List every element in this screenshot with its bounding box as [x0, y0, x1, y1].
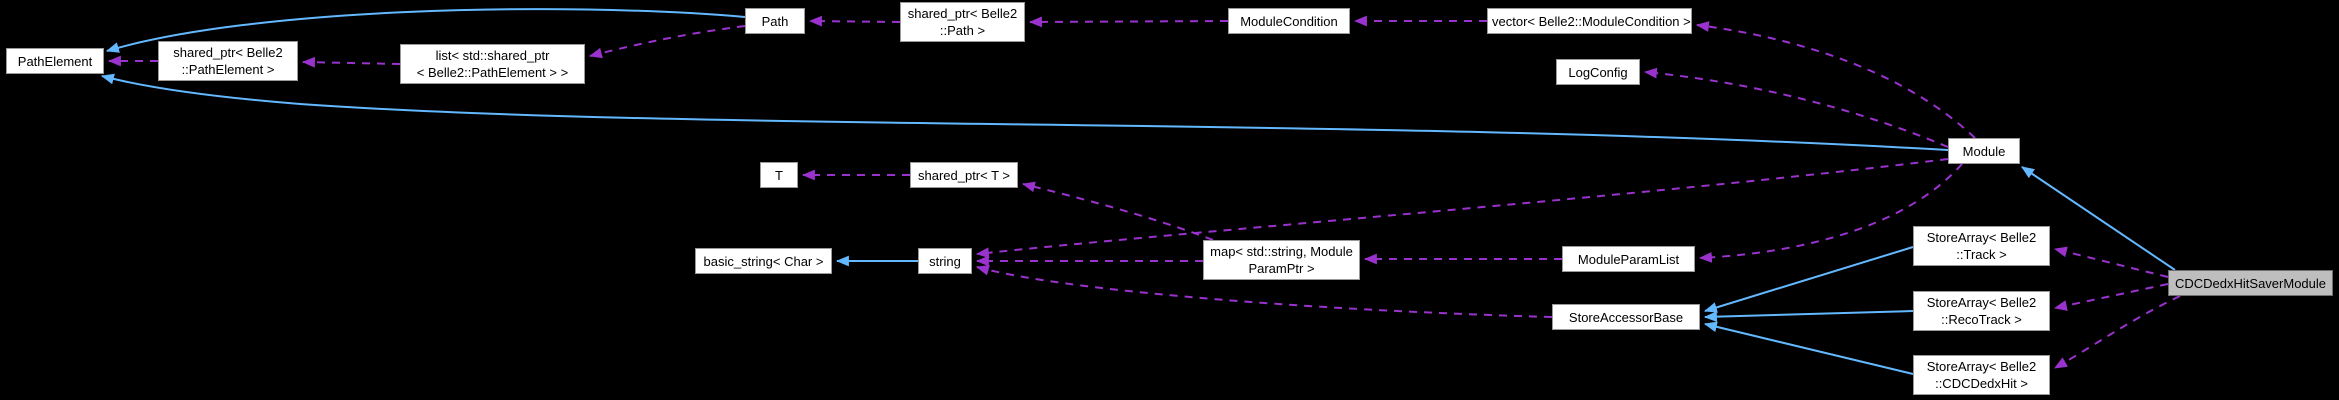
- node-module[interactable]: Module: [1948, 138, 2020, 164]
- node-storeaccessorbase[interactable]: StoreAccessorBase: [1552, 304, 1700, 330]
- node-label-line: PathElement: [17, 53, 93, 69]
- edge-module-to-string: [975, 158, 1949, 259]
- node-label-line: ModuleParamList: [1577, 251, 1680, 267]
- node-label-line: StoreArray< Belle2: [1926, 359, 2037, 374]
- node-label-line: < Belle2::PathElement > >: [416, 65, 569, 80]
- node-sa-recotrack[interactable]: StoreArray< Belle2::RecoTrack >: [1913, 291, 2050, 331]
- node-label-line: Module: [1962, 143, 2006, 159]
- edges-group: [100, 8, 2181, 375]
- node-label-line: ParamPtr >: [1248, 261, 1315, 276]
- edge-map-paramptr-to-sp-t: [1021, 181, 1214, 241]
- edge-path-to-list-sp-pathelement: [588, 25, 746, 59]
- edge-sa-cdcdedxhit-to-storeaccessorbase: [1703, 321, 1914, 375]
- edge-storeaccessorbase-to-string: [975, 264, 1553, 318]
- node-label-line: LogConfig: [1568, 64, 1628, 80]
- node-label-line: list< std::shared_ptr: [435, 48, 550, 63]
- edge-sa-recotrack-to-storeaccessorbase: [1703, 310, 1914, 323]
- edge-cdcdedxhitsaver-to-sa-cdcdedxhit: [2054, 295, 2181, 369]
- node-label-line: ::Path >: [939, 23, 986, 38]
- node-label-line: ModuleCondition: [1240, 13, 1338, 29]
- node-cdcdedxhitsaver[interactable]: CDCDedxHitSaverModule: [2168, 270, 2333, 296]
- node-pathelement[interactable]: PathElement: [6, 48, 104, 74]
- node-t[interactable]: T: [760, 162, 798, 188]
- node-label-line: ::CDCDedxHit >: [1935, 376, 2028, 391]
- node-label-line: shared_ptr< T >: [917, 167, 1011, 183]
- node-sp-pathelement[interactable]: shared_ptr< Belle2::PathElement >: [158, 41, 298, 81]
- node-list-sp-pathelement[interactable]: list< std::shared_ptr< Belle2::PathEleme…: [400, 44, 585, 84]
- edge-module-to-vector-mc: [1695, 21, 1976, 139]
- edge-cdcdedxhitsaver-to-sa-track: [2053, 246, 2169, 278]
- node-label-line: basic_string< Char >: [703, 253, 824, 269]
- node-label-line: string: [929, 253, 961, 269]
- node-label-line: shared_ptr< Belle2: [907, 6, 1018, 21]
- edge-module-to-logconfig: [1643, 67, 1949, 148]
- node-sp-t[interactable]: shared_ptr< T >: [910, 162, 1018, 188]
- edge-cdcdedxhitsaver-to-sa-recotrack: [2053, 283, 2169, 311]
- node-label-line: shared_ptr< Belle2: [173, 45, 283, 60]
- node-label-line: ::PathElement >: [181, 62, 275, 77]
- node-modulecondition[interactable]: ModuleCondition: [1228, 8, 1350, 34]
- node-logconfig[interactable]: LogConfig: [1556, 59, 1640, 85]
- edge-sa-track-to-storeaccessorbase: [1703, 246, 1914, 313]
- node-label-line: StoreAccessorBase: [1568, 309, 1684, 325]
- node-vector-mc[interactable]: vector< Belle2::ModuleCondition >: [1487, 8, 1692, 34]
- node-sa-cdcdedxhit[interactable]: StoreArray< Belle2::CDCDedxHit >: [1913, 355, 2050, 395]
- edge-list-sp-pathelement-to-sp-pathelement: [301, 56, 401, 68]
- node-path[interactable]: Path: [745, 8, 805, 34]
- node-sp-path[interactable]: shared_ptr< Belle2::Path >: [900, 2, 1025, 42]
- node-label-line: T: [775, 167, 783, 183]
- edge-modulecondition-to-sp-path: [1028, 16, 1229, 28]
- edge-path-to-pathelement: [105, 8, 746, 53]
- node-label-line: StoreArray< Belle2: [1926, 230, 2037, 245]
- node-label-line: map< std::string, Module: [1210, 244, 1353, 259]
- node-basic-string[interactable]: basic_string< Char >: [695, 248, 832, 274]
- node-label-line: ::Track >: [1956, 247, 2007, 262]
- node-label-line: ::RecoTrack >: [1941, 312, 2022, 327]
- edge-module-to-pathelement: [100, 73, 1949, 151]
- edge-module-to-moduleparamlist: [1698, 163, 1963, 263]
- node-label-line: CDCDedxHitSaverModule: [2175, 275, 2326, 291]
- node-label-line: Path: [761, 13, 789, 29]
- node-label-line: vector< Belle2::ModuleCondition >: [1492, 13, 1691, 29]
- node-label-line: StoreArray< Belle2: [1926, 295, 2037, 310]
- edge-sp-path-to-path: [808, 15, 901, 27]
- node-sa-track[interactable]: StoreArray< Belle2::Track >: [1913, 226, 2050, 266]
- node-moduleparamlist[interactable]: ModuleParamList: [1562, 246, 1695, 272]
- edge-cdcdedxhitsaver-to-module: [2021, 166, 2176, 271]
- node-string[interactable]: string: [918, 248, 972, 274]
